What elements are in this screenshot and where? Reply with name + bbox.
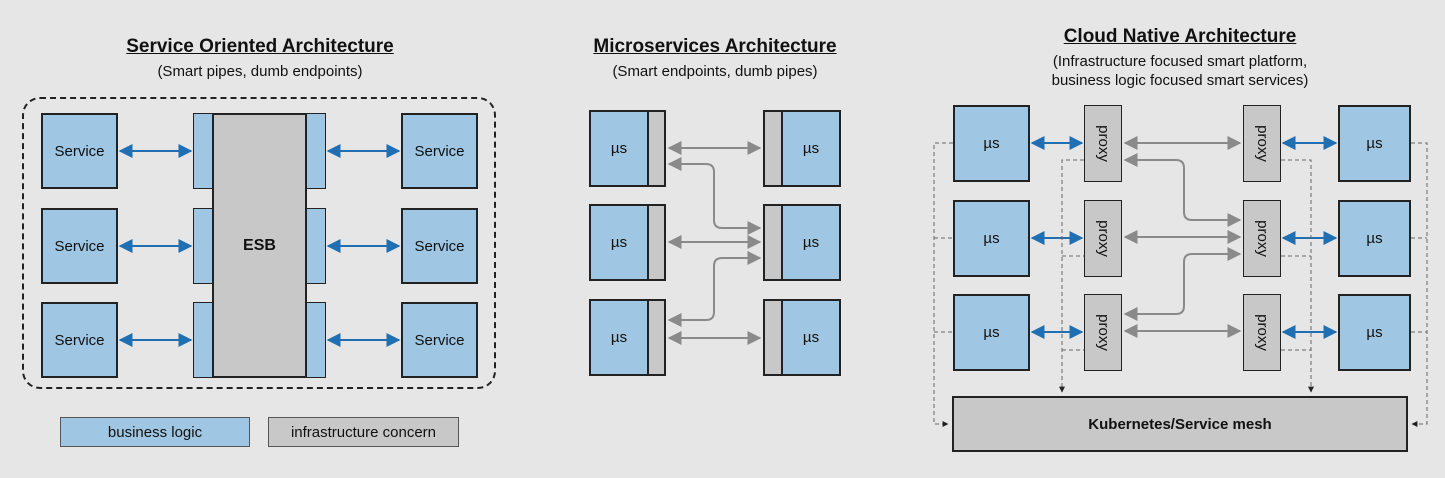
service-label: Service [54,142,105,160]
soa-service-right-3: Service [401,302,478,378]
cloud-node-right-3: µs [1338,294,1411,371]
micro-sidecar-left-1 [647,110,666,187]
soa-service-right-2: Service [401,208,478,284]
micro-node-label: µs [802,234,820,251]
legend-infrastructure: infrastructure concern [268,417,459,447]
micro-node-label: µs [610,234,628,251]
micro-node-label: µs [802,140,820,157]
cloud-proxy-right-2: proxy [1243,200,1281,277]
cloud-node-right-1: µs [1338,105,1411,182]
cloud-proxy-left-3: proxy [1084,294,1122,371]
micro-node-left-2: µs [589,204,649,281]
micro-title: Microservices Architecture [593,36,837,57]
service-label: Service [54,331,105,349]
cloud-node-label: µs [1366,324,1383,341]
cloud-subtitle-line2: business logic focused smart services) [1051,72,1309,89]
cloud-node-right-2: µs [1338,200,1411,277]
legend-infra-label: infrastructure concern [290,423,437,441]
cloud-control-lines [933,142,1428,427]
micro-subtitle: (Smart endpoints, dumb pipes) [612,63,818,80]
cloud-node-left-2: µs [953,200,1030,277]
cloud-subtitle-line1: (Infrastructure focused smart platform, [1052,53,1308,70]
cloud-node-label: µs [983,324,1000,341]
cloud-proxy-right-3: proxy [1243,294,1281,371]
cloud-proxy-left-2: proxy [1084,200,1122,277]
micro-node-right-1: µs [781,110,841,187]
service-label: Service [414,142,465,160]
micro-sidecar-left-2 [647,204,666,281]
platform-label: Kubernetes/Service mesh [1088,415,1272,433]
soa-service-left-3: Service [41,302,118,378]
micro-node-label: µs [802,329,820,346]
cloud-title: Cloud Native Architecture [1063,26,1297,47]
esb-label: ESB [243,236,276,254]
soa-arrows [118,144,401,347]
cloud-node-label: µs [1366,230,1383,247]
micro-sidecar-left-3 [647,299,666,376]
cloud-node-left-1: µs [953,105,1030,182]
micro-node-right-3: µs [781,299,841,376]
cloud-node-label: µs [983,230,1000,247]
micro-arrows [667,141,762,345]
cloud-node-left-3: µs [953,294,1030,371]
micro-node-label: µs [610,140,628,157]
soa-boundary [22,97,496,389]
legend-business-logic: business logic [60,417,250,447]
cloud-proxy-right-1: proxy [1243,105,1281,182]
cloud-gray-arrows [1123,136,1242,338]
soa-title: Service Oriented Architecture [126,36,394,57]
micro-node-right-2: µs [781,204,841,281]
soa-service-left-2: Service [41,208,118,284]
soa-service-right-1: Service [401,113,478,189]
esb-bus: ESB [212,113,307,378]
cloud-node-label: µs [1366,135,1383,152]
cloud-blue-arrows [1030,136,1338,339]
micro-node-left-3: µs [589,299,649,376]
service-label: Service [414,237,465,255]
cloud-node-label: µs [983,135,1000,152]
micro-node-label: µs [610,329,628,346]
soa-service-left-1: Service [41,113,118,189]
service-label: Service [54,237,105,255]
cloud-platform: Kubernetes/Service mesh [952,396,1408,452]
legend-business-label: business logic [107,423,203,441]
cloud-proxy-left-1: proxy [1084,105,1122,182]
service-label: Service [414,331,465,349]
soa-subtitle: (Smart pipes, dumb endpoints) [157,63,363,80]
